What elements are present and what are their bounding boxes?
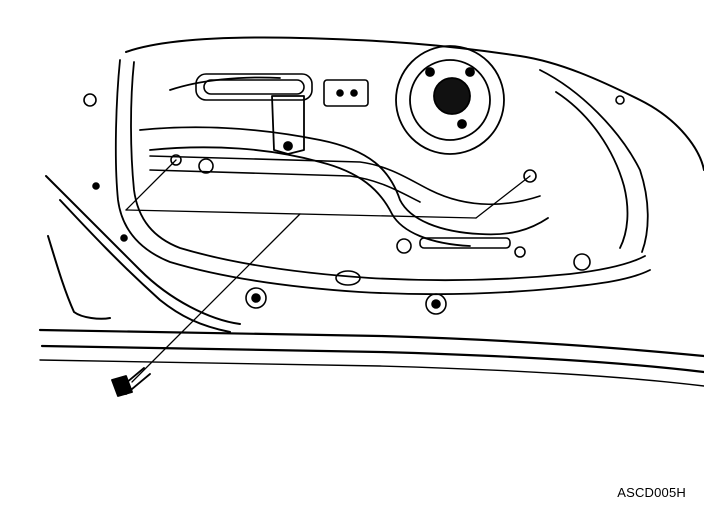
bolt-locations — [83, 93, 625, 315]
lower-rail — [149, 155, 541, 249]
regulator-rail — [195, 73, 369, 107]
bolt-icon — [111, 367, 151, 397]
callout-lines — [125, 159, 531, 383]
door-outer-contour — [38, 36, 704, 387]
regulator-motor — [395, 45, 505, 155]
inner-panel — [114, 59, 651, 295]
mounting-bracket — [271, 95, 305, 155]
figure-code: ASCD005H — [617, 485, 686, 500]
